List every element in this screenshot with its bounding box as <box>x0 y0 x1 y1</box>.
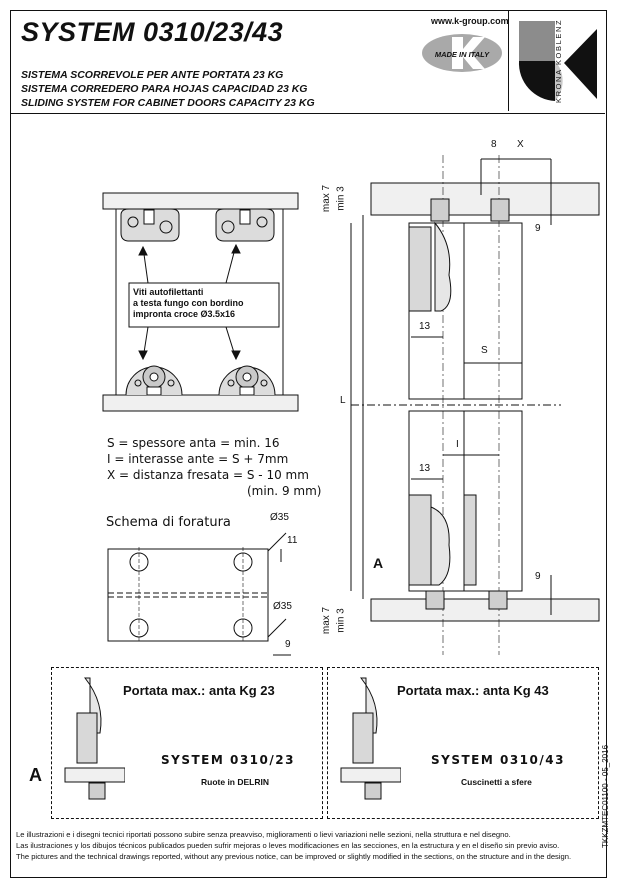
subtitle-italian: SISTEMA SCORREVOLE PER ANTE PORTATA 23 K… <box>21 69 284 81</box>
dim-max7-bottom: max 7 <box>321 606 333 635</box>
top-fitting-left <box>120 208 180 242</box>
header: SYSTEM 0310/23/43 SISTEMA SCORREVOLE PER… <box>11 11 605 114</box>
technical-drawing <box>102 155 600 656</box>
dim-s: S <box>481 345 488 356</box>
formula-x: X = distanza fresata = S - 10 mm <box>107 468 309 482</box>
bottom-wheel-left <box>125 365 183 396</box>
disclaimer-italian: Le illustrazioni e i disegni tecnici rip… <box>16 830 511 839</box>
screw-note: Viti autofilettanti a testa fungo con bo… <box>133 287 244 320</box>
section-view <box>350 155 600 655</box>
dim-d35-bottom: Ø35 <box>273 601 292 612</box>
dim-d35-top: Ø35 <box>270 512 289 523</box>
drilling-scheme-title: Schema di foratura <box>106 515 231 530</box>
disclaimer-spanish: Las ilustraciones y los dibujos técnicos… <box>16 841 560 850</box>
dim-9-top: 9 <box>535 223 541 234</box>
option-43-capacity: Portata max.: anta Kg 43 <box>397 683 549 698</box>
dim-11: 11 <box>287 535 298 546</box>
options-label-a: A <box>29 765 42 785</box>
detail-a-43 <box>340 677 401 800</box>
formula-i: I = interasse ante = S + 7mm <box>107 452 289 466</box>
dim-x: X <box>517 139 524 150</box>
subtitle-spanish: SISTEMA CORREDERO PARA HOJAS CAPACIDAD 2… <box>21 83 308 95</box>
website-url: www.k-group.com <box>431 16 509 26</box>
top-fitting-right <box>215 208 275 242</box>
disclaimer-english: The pictures and the technical drawings … <box>16 852 572 861</box>
option-43-wheels: Cuscinetti a sfere <box>461 777 532 787</box>
dim-l: L <box>340 395 346 406</box>
formula-x-min: (min. 9 mm) <box>247 484 322 498</box>
formula-s: S = spessore anta = min. 16 <box>107 436 280 450</box>
footer-disclaimer: Le illustrazioni e i disegni tecnici rip… <box>16 829 601 862</box>
dim-max7-top: max 7 <box>321 184 333 213</box>
detail-a-23 <box>64 677 125 800</box>
screw-note-line-3: impronta croce Ø3.5x16 <box>133 309 236 319</box>
fitting-view <box>102 192 299 412</box>
dim-9-left: 9 <box>285 639 291 650</box>
krona-koblenz-logo: KRONA KOBLENZ <box>508 11 606 111</box>
screw-note-line-2: a testa fungo con bordino <box>133 298 244 308</box>
logo-text: KRONA KOBLENZ <box>554 19 563 103</box>
dim-8: 8 <box>491 139 497 150</box>
option-43-system: SYSTEM 0310/43 <box>431 753 565 767</box>
screw-note-line-1: Viti autofilettanti <box>133 287 204 297</box>
drilling-scheme <box>107 532 291 656</box>
option-box-43 <box>327 667 599 819</box>
option-23-system: SYSTEM 0310/23 <box>161 753 295 767</box>
technical-sheet: SYSTEM 0310/23/43 SISTEMA SCORREVOLE PER… <box>10 10 607 878</box>
dim-13-top: 13 <box>419 321 431 332</box>
dim-i: I <box>456 439 459 450</box>
dim-13-middle: 13 <box>419 463 431 474</box>
detail-label-a: A <box>373 555 384 571</box>
dim-min3-top: min 3 <box>335 186 347 211</box>
document-reference: TKKZMTEC01100 - 05_2016 <box>601 744 610 848</box>
bottom-wheel-right <box>218 365 276 396</box>
dim-9-bottom: 9 <box>535 571 541 582</box>
badge-text: MADE IN ITALY <box>435 50 490 59</box>
option-box-23 <box>51 667 323 819</box>
subtitle-english: SLIDING SYSTEM FOR CABINET DOORS CAPACIT… <box>21 97 315 109</box>
dim-min3-bottom: min 3 <box>335 608 347 633</box>
made-in-italy-badge: MADE IN ITALY <box>422 34 502 72</box>
option-23-capacity: Portata max.: anta Kg 23 <box>123 683 275 698</box>
option-23-wheels: Ruote in DELRIN <box>201 777 269 787</box>
page-title: SYSTEM 0310/23/43 <box>21 17 284 47</box>
